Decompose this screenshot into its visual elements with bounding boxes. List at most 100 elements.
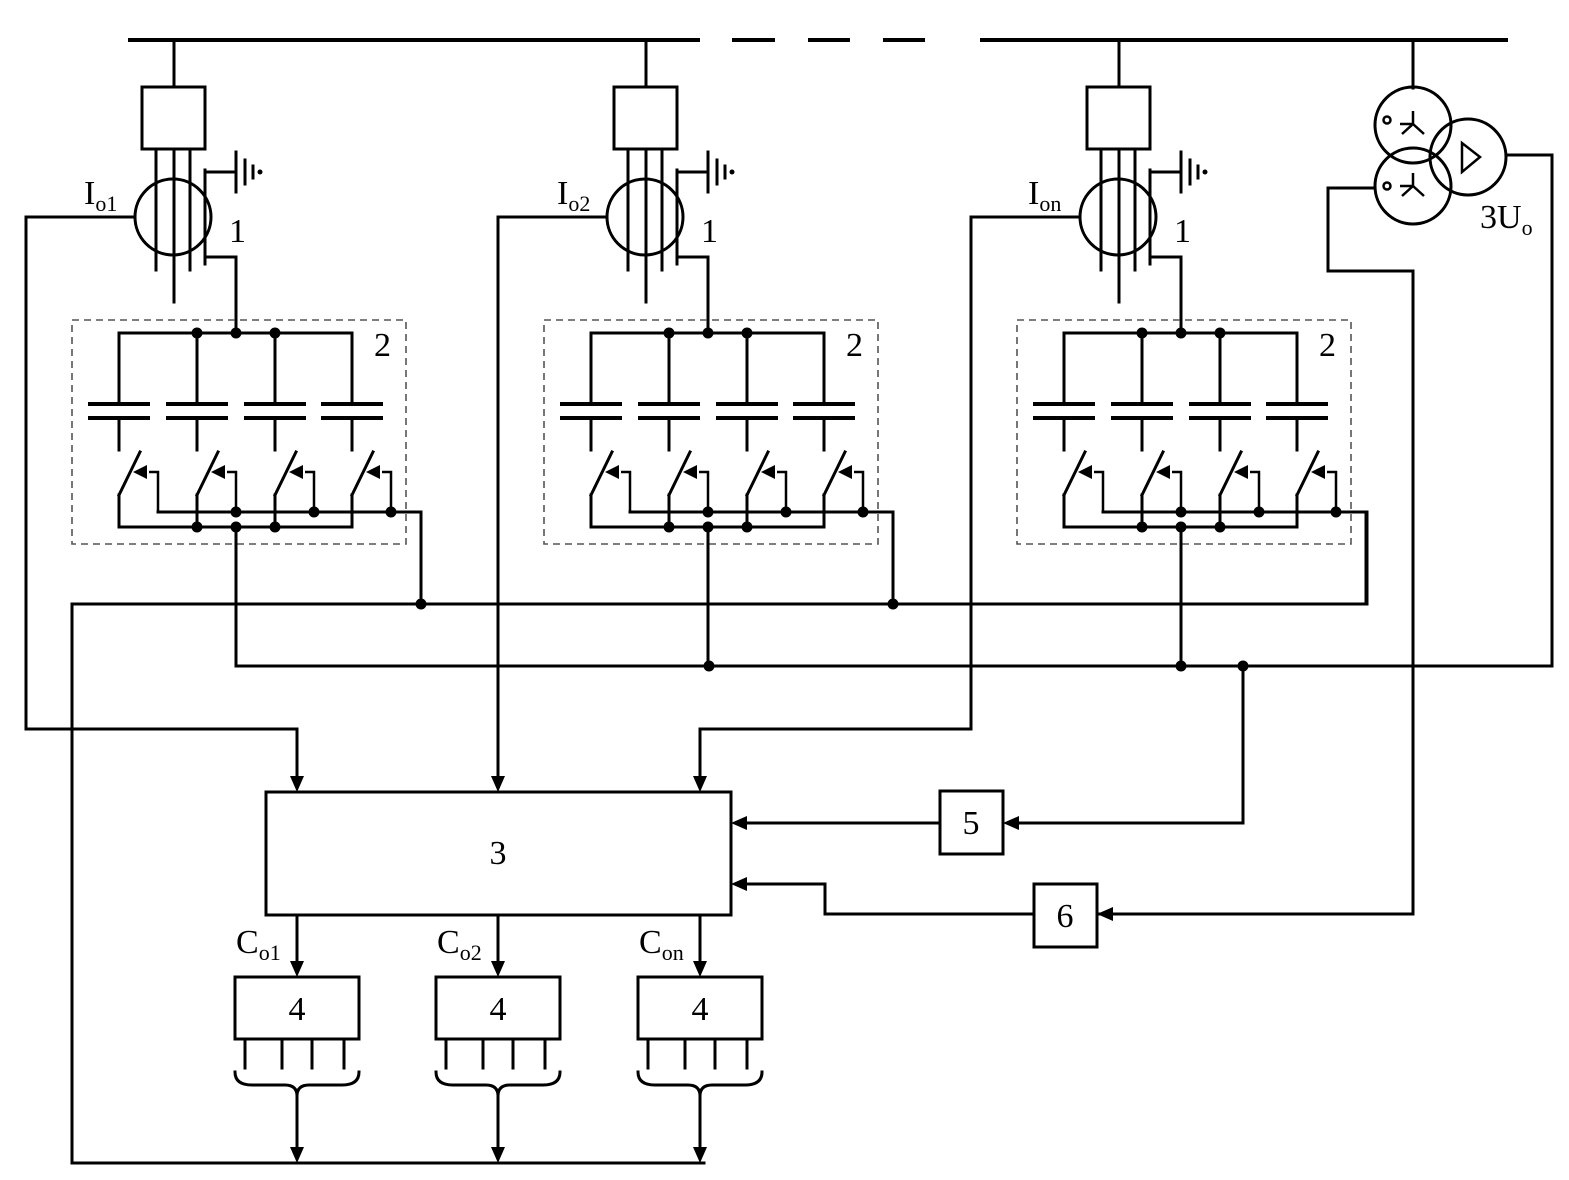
output-driver-1 [233,913,361,1163]
breaker [612,85,679,151]
junction-dot [663,327,675,339]
switch-arrow [838,465,852,479]
switch-arrow [605,465,619,479]
junction-dot [1214,327,1226,339]
output-label-n: Con [639,924,684,965]
switch-blade [588,449,615,498]
ground-lead [1148,150,1183,174]
output-arrow [290,961,304,977]
ct-number-1: 1 [229,213,246,250]
switch-arrow [761,465,775,479]
junction-dot [191,327,203,339]
capacitor-bank-box [543,319,879,545]
switch-actuator [854,470,865,512]
junction-dot [1136,327,1148,339]
current-label-2: Io2 [557,175,590,216]
current-wire-1 [24,215,299,780]
sheath-lead [675,255,710,335]
junction-dot [191,521,203,533]
switch-actuator [699,470,710,512]
block-6 [1032,882,1099,949]
switch-actuator [227,470,238,512]
junction-dot [1214,521,1226,533]
current-wire-n [698,215,1082,780]
controller-block [264,790,733,917]
switch-blade [1139,449,1166,498]
switch-actuator [1250,470,1261,512]
bank-number-n: 2 [1319,327,1336,364]
switch-blade [194,449,221,498]
switch-actuator [149,470,160,512]
current-wire-2 [496,215,609,780]
current-label-n: Ion [1028,175,1061,216]
junction-dot [1175,327,1187,339]
block-6-label: 6 [1057,898,1074,935]
switch-actuator [1094,470,1105,512]
switch-arrow [133,465,147,479]
driver-label-1: 4 [289,991,306,1028]
driver-block [434,975,562,1041]
sheath-lead [1148,255,1183,335]
driver-block [636,975,764,1041]
switch-arrow [1311,465,1325,479]
junction-dot [702,327,714,339]
junction-dot [230,506,242,518]
junction-dot [1253,506,1265,518]
switch-actuator [777,470,788,512]
output-label-1: Co1 [236,924,281,965]
junction-dot [663,521,675,533]
switch-actuator [1172,470,1183,512]
sheath-lead [203,255,238,335]
switch-arrow [211,465,225,479]
voltage-transformer [1373,38,1508,226]
feeders [71,38,1368,668]
switch-blade [821,449,848,498]
junction-dot [780,506,792,518]
control-bus-tap [156,510,423,606]
switch-blade [349,449,376,498]
switch-actuator [1327,470,1338,512]
block-5-label: 5 [963,805,980,842]
ground-dot [729,169,735,175]
voltage-label: 3Uo [1480,199,1533,240]
bank-top-bus [1062,331,1299,404]
switch-actuator [382,470,393,512]
switch-blade [116,449,143,498]
junction-dot [1136,521,1148,533]
brace [233,1070,361,1097]
capacitor-bank-box [1016,319,1352,545]
junction-dot [857,506,869,518]
junction-dot [702,506,714,518]
brace [636,1070,764,1097]
brace-arrow [693,1147,707,1163]
junction-dot [308,506,320,518]
bank-number-2: 2 [846,327,863,364]
bank-top-bus [589,331,826,404]
block-6-output-wire [744,882,1036,916]
current-label-1: Io1 [84,175,117,216]
switch-blade [1294,449,1321,498]
breaker [1085,85,1152,151]
junction-dot [269,327,281,339]
switch-arrow [683,465,697,479]
ct-number-n: 1 [1174,213,1191,250]
control-bus-line [70,510,1369,1165]
output-arrow [693,961,707,977]
switch-arrow [1156,465,1170,479]
junction-dot [385,506,397,518]
brace-arrow [290,1147,304,1163]
switch-actuator [305,470,316,512]
output-driver-3 [636,913,764,1163]
switch-blade [666,449,693,498]
breaker [140,85,207,151]
ground-lead [675,150,710,174]
output-arrow [491,961,505,977]
switch-blade [1217,449,1244,498]
junction-dot [1175,506,1187,518]
driver-label-2: 4 [490,991,507,1028]
switch-arrow [1234,465,1248,479]
block-5 [938,789,1005,856]
ground-dot [1202,169,1208,175]
junction-dot [230,327,242,339]
